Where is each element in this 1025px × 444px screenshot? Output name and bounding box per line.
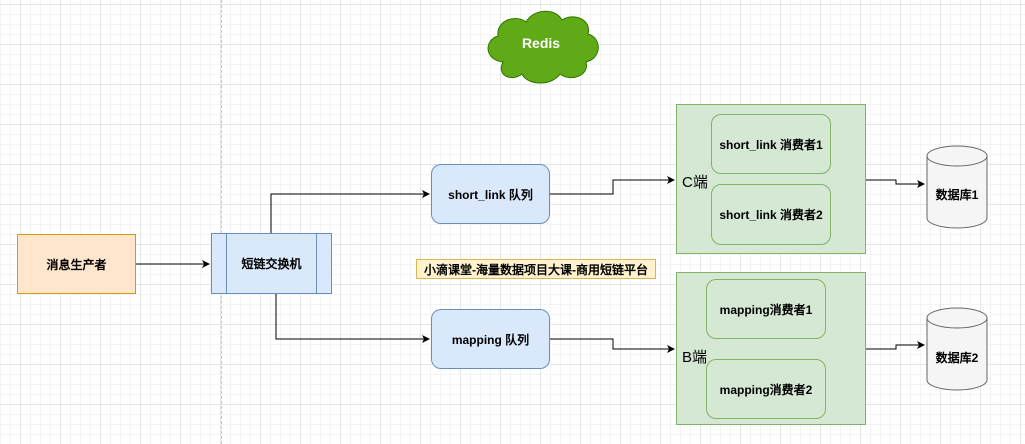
short-link-queue-label: short_link 队列 xyxy=(448,187,533,202)
c-end-group-label: C端 xyxy=(682,174,708,191)
short-link-consumer-2[interactable]: short_link 消费者2 xyxy=(711,184,831,245)
edge-b-db2 xyxy=(866,341,925,350)
database-1-label: 数据库1 xyxy=(935,188,979,202)
title-banner[interactable]: 小滴课堂-海量数据项目大课-商用短链平台 xyxy=(416,259,656,279)
page-divider xyxy=(221,0,222,444)
mapping-queue-node[interactable]: mapping 队列 xyxy=(431,309,550,369)
short-link-consumer-1-label: short_link 消费者1 xyxy=(719,137,823,152)
producer-node[interactable]: 消息生产者 xyxy=(17,234,136,294)
exchange-label: 短链交换机 xyxy=(241,257,302,271)
mapping-consumer-1-label: mapping消费者1 xyxy=(719,302,813,317)
short-link-consumer-2-label: short_link 消费者2 xyxy=(719,208,823,222)
b-end-group-label: B端 xyxy=(682,349,708,366)
exchange-node[interactable]: 短链交换机 xyxy=(211,233,332,294)
edge-short-queue-c xyxy=(550,176,675,195)
database-2-label: 数据库2 xyxy=(935,351,979,365)
edge-exchange-short-queue xyxy=(270,190,430,233)
short-link-consumer-1[interactable]: short_link 消费者1 xyxy=(711,114,831,174)
exchange-left-bar xyxy=(226,234,227,293)
database-2-icon[interactable] xyxy=(926,307,988,391)
exchange-right-bar xyxy=(316,234,317,293)
short-link-queue-node[interactable]: short_link 队列 xyxy=(431,164,550,224)
mapping-consumer-2[interactable]: mapping消费者2 xyxy=(706,359,826,419)
redis-cloud-shape[interactable] xyxy=(487,10,599,84)
edge-c-db1 xyxy=(866,179,925,188)
mapping-queue-label: mapping 队列 xyxy=(451,332,530,347)
mapping-consumer-1[interactable]: mapping消费者1 xyxy=(706,279,826,339)
edge-mapping-queue-b xyxy=(550,338,675,353)
database-1-icon[interactable] xyxy=(926,145,988,229)
redis-cloud-label: Redis xyxy=(521,35,561,51)
mapping-consumer-2-label: mapping消费者2 xyxy=(719,382,813,397)
edge-exchange-mapping-queue xyxy=(275,294,430,343)
producer-label: 消息生产者 xyxy=(46,257,107,272)
